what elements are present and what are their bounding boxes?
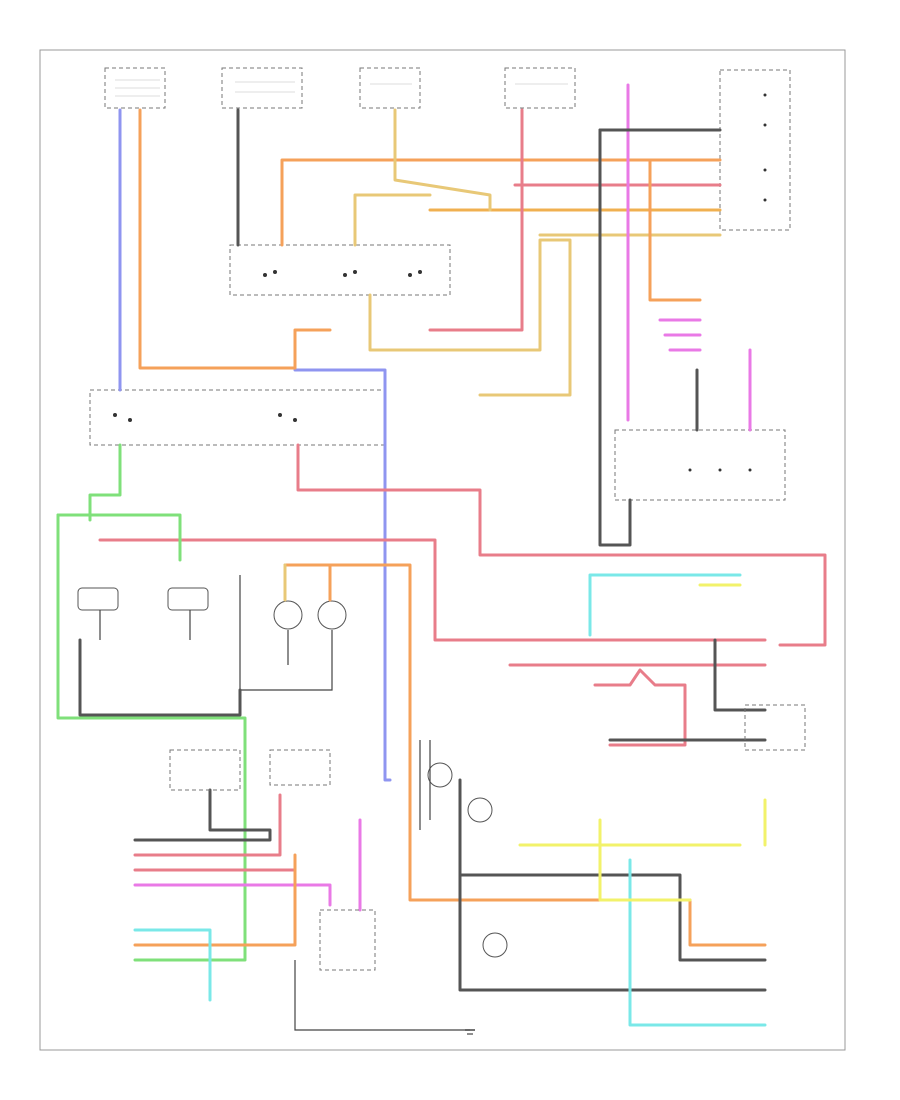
wire-red-lamp: [98, 538, 767, 642]
wire-gray-mid: [419, 740, 431, 830]
indicator-lamp-2: [317, 600, 347, 630]
wire-red-b1: [133, 793, 282, 857]
wire-orange-b: [293, 328, 332, 370]
switch-lower-b: [269, 749, 331, 786]
wire-magenta-b: [133, 883, 332, 907]
switch-lower-a: [169, 749, 241, 791]
indicator-lamp-3: [427, 762, 508, 958]
wire-yellow-bottom: [598, 818, 692, 902]
wire-green-a: [88, 443, 122, 522]
wire-red-branch: [593, 668, 687, 747]
ground-point: [465, 1029, 475, 1035]
wire-orange-b2: [133, 853, 297, 947]
fuse-box-b: [221, 67, 303, 109]
wire-green-b: [56, 513, 182, 562]
indicator-lamp-1: [273, 600, 303, 630]
wire-cyan-bottom: [628, 858, 767, 1027]
wire-black-right: [598, 128, 632, 547]
wire-orange-top: [280, 158, 722, 247]
ground-line: [294, 960, 470, 1031]
control-module: [614, 429, 786, 501]
wire-orange-a: [138, 108, 297, 370]
fuse-box-e: [744, 704, 806, 751]
wire-black-r2: [713, 638, 767, 712]
wire-orange-long: [283, 563, 767, 947]
wire-cyan-b: [133, 928, 212, 1002]
wire-black-b: [133, 788, 272, 842]
fuse-box-a: [104, 67, 166, 109]
wire-teal: [588, 573, 742, 637]
lamp-right: [167, 587, 209, 611]
wire-black-lamps: [78, 638, 242, 717]
wire-red-fuse-d: [428, 108, 524, 332]
lamp-left: [77, 587, 119, 611]
fuse-box-d: [504, 67, 576, 109]
wire-orange-r: [648, 158, 702, 302]
wire-blue-b: [293, 368, 392, 782]
fuse-box-c: [359, 67, 421, 109]
wire-tan-loop: [368, 238, 572, 397]
relay-block: [89, 389, 386, 446]
connector-block: [719, 69, 791, 231]
wire-tan-switch: [353, 193, 432, 247]
switch-assembly: [229, 244, 451, 296]
wire-red-mid: [296, 443, 827, 647]
wire-black-bottom2: [458, 778, 767, 992]
wire-black-bottom: [458, 873, 767, 962]
switch-lower-c: [319, 909, 376, 971]
wire-ground-lamps: [99, 575, 333, 691]
wire-green-c: [56, 513, 247, 962]
diagram-border: [39, 49, 846, 1051]
wire-tan-fuse-c: [393, 108, 492, 212]
